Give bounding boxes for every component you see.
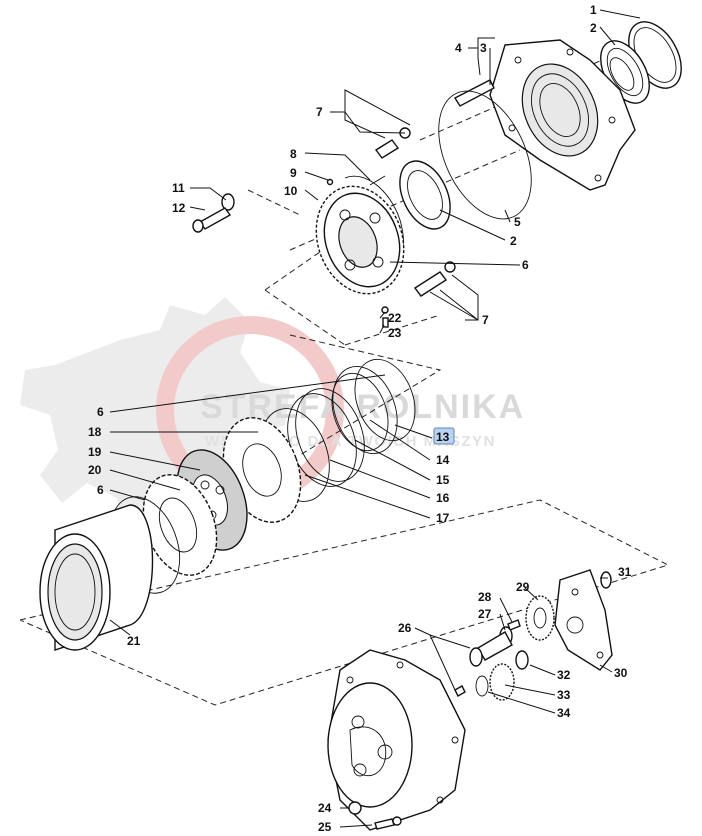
part-10-planet-carrier xyxy=(315,185,405,295)
callout-label-c11: 11 xyxy=(172,181,185,195)
part-33-gear xyxy=(489,663,515,701)
callout-label-c25: 25 xyxy=(318,820,332,834)
callout-label-c15: 15 xyxy=(436,473,450,487)
part-26-shaft xyxy=(469,631,513,667)
callout-label-c4: 4 xyxy=(455,41,462,55)
callout-label-c26: 26 xyxy=(398,621,412,635)
part-8-spring-pin xyxy=(369,175,386,186)
part-20-separator-disc xyxy=(142,474,218,576)
callout-label-c17: 17 xyxy=(436,511,450,525)
callout-label-c6c: 6 xyxy=(97,483,104,497)
part-31-seal xyxy=(600,571,612,589)
part-25-screw xyxy=(374,816,402,830)
part-7-screw-upper xyxy=(374,127,411,159)
part-7-screw-lower xyxy=(413,261,456,297)
callout-label-c5: 5 xyxy=(514,215,521,229)
callout-label-c30: 30 xyxy=(614,666,628,680)
part-24-plug xyxy=(348,801,362,815)
callout-label-c10: 10 xyxy=(284,184,298,198)
part-30-cover-plate xyxy=(554,569,613,671)
callout-label-c8: 8 xyxy=(290,147,297,161)
callout-label-c16: 16 xyxy=(436,491,450,505)
callout-label-c33: 33 xyxy=(557,688,571,702)
assembly-outline-middle xyxy=(19,334,670,706)
callout-label-c19: 19 xyxy=(88,445,102,459)
part-2-bearing-lower xyxy=(399,160,451,230)
callout-label-c13: 13 xyxy=(436,430,450,444)
part-housing-lower xyxy=(327,649,466,831)
part-11-washer xyxy=(221,193,235,211)
callout-label-c12: 12 xyxy=(172,201,186,215)
callout-label-c7a: 7 xyxy=(316,105,323,119)
callout-label-c28: 28 xyxy=(478,590,492,604)
part-4-wheel-hub xyxy=(489,39,636,191)
callout-label-c32: 32 xyxy=(557,668,571,682)
highlight-box-13 xyxy=(433,427,455,445)
part-9-ball xyxy=(326,178,334,186)
callout-label-c2a: 2 xyxy=(590,21,597,35)
part-23-pin xyxy=(382,317,389,328)
part-21-ring-gear xyxy=(39,504,154,651)
part-34-snap-ring xyxy=(475,675,489,697)
callout-label-c18: 18 xyxy=(88,425,102,439)
callout-label-c6a: 6 xyxy=(522,258,529,272)
part-29-gear xyxy=(525,595,555,641)
part-5-o-ring xyxy=(438,90,532,220)
callout-label-c27: 27 xyxy=(478,607,492,621)
callout-label-c7b: 7 xyxy=(482,313,489,327)
callout-label-c29: 29 xyxy=(516,580,530,594)
callout-label-c31: 31 xyxy=(618,565,632,579)
callout-label-c22: 22 xyxy=(388,311,402,325)
part-12-bolt xyxy=(192,207,232,233)
part-26-pin xyxy=(454,685,466,697)
callout-label-c23: 23 xyxy=(388,326,402,340)
callout-label-c6b: 6 xyxy=(97,405,104,419)
callout-label-c24: 24 xyxy=(318,801,332,815)
callout-label-c9: 9 xyxy=(290,166,297,180)
callout-label-c14: 14 xyxy=(436,453,450,467)
callout-label-c1: 1 xyxy=(590,3,597,17)
part-32-washer xyxy=(515,650,529,670)
callout-label-c34: 34 xyxy=(557,706,571,720)
callout-label-c20: 20 xyxy=(88,463,102,477)
callout-label-c2b: 2 xyxy=(510,234,517,248)
part-22-ball xyxy=(381,306,389,314)
callout-label-c3: 3 xyxy=(480,41,487,55)
leader-lines xyxy=(109,9,641,828)
part-3-wheel-stud xyxy=(454,79,495,107)
callout-label-c21: 21 xyxy=(127,634,141,648)
